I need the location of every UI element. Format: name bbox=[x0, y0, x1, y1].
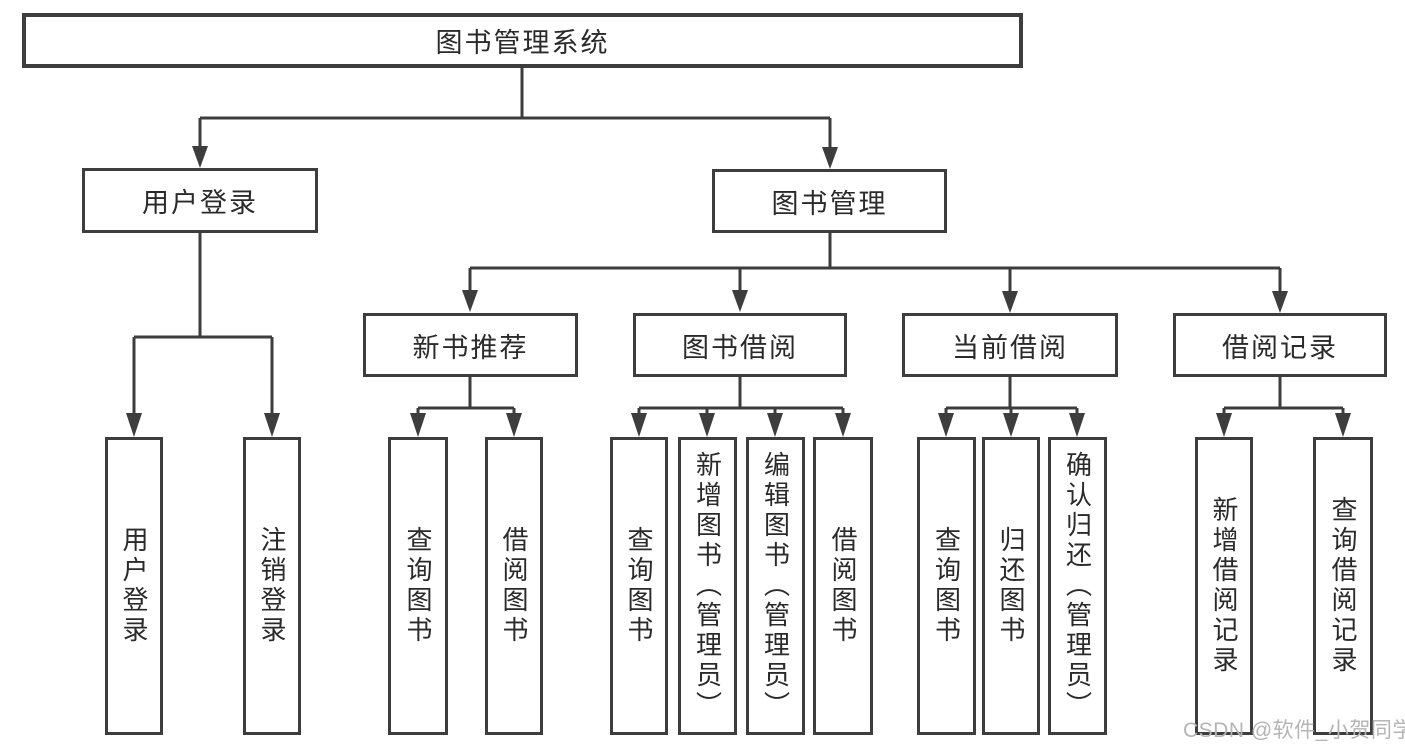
node-add-borrow-record: 新增借阅记录 bbox=[1195, 437, 1253, 735]
node-logout-action-label: 注销登录 bbox=[257, 526, 287, 646]
node-user-login-action-label: 用户登录 bbox=[119, 526, 149, 646]
connector-book-borrowing bbox=[637, 377, 845, 415]
node-logout-action: 注销登录 bbox=[243, 437, 301, 735]
node-user-login-action: 用户登录 bbox=[105, 437, 163, 735]
node-query-books-recommend-label: 查询图书 bbox=[403, 526, 433, 646]
arrow-icon bbox=[192, 146, 208, 168]
arrow-icon bbox=[767, 413, 783, 437]
node-edit-book-admin-label: 编辑图书（管理员） bbox=[760, 451, 791, 721]
node-add-borrow-record-label: 新增借阅记录 bbox=[1209, 496, 1239, 676]
node-user-login: 用户登录 bbox=[82, 168, 318, 233]
connector-user-login bbox=[132, 233, 274, 415]
arrow-icon bbox=[699, 413, 715, 437]
node-query-books-recommend: 查询图书 bbox=[388, 437, 448, 735]
arrow-icon bbox=[1335, 413, 1351, 437]
arrow-icon bbox=[126, 413, 142, 437]
node-user-login-label: 用户登录 bbox=[142, 188, 258, 218]
node-book-borrowing-label: 图书借阅 bbox=[682, 332, 798, 363]
node-book-management-label: 图书管理 bbox=[771, 188, 888, 219]
arrow-icon bbox=[938, 413, 954, 437]
node-return-books-label: 归还图书 bbox=[996, 526, 1026, 646]
node-borrow-books-borrowing-label: 借阅图书 bbox=[828, 526, 858, 646]
node-add-book-admin-label: 新增图书（管理员） bbox=[692, 451, 723, 721]
arrow-icon bbox=[462, 290, 478, 312]
arrow-icon bbox=[1003, 413, 1019, 437]
arrow-icon bbox=[264, 413, 280, 437]
arrow-icon bbox=[1272, 291, 1288, 313]
arrowheads bbox=[126, 146, 1351, 437]
node-book-borrowing: 图书借阅 bbox=[633, 313, 847, 377]
connector-book-management bbox=[468, 233, 1282, 291]
node-query-books-borrowing: 查询图书 bbox=[610, 437, 668, 735]
node-query-books-current: 查询图书 bbox=[917, 437, 976, 735]
node-borrowing-records: 借阅记录 bbox=[1173, 313, 1387, 377]
node-current-borrowing-label: 当前借阅 bbox=[952, 332, 1068, 363]
node-borrow-books-recommend: 借阅图书 bbox=[485, 437, 543, 735]
node-borrow-books-recommend-label: 借阅图书 bbox=[499, 526, 529, 646]
node-confirm-return-admin: 确认归还（管理员） bbox=[1048, 437, 1107, 735]
node-query-books-current-label: 查询图书 bbox=[931, 526, 962, 646]
node-book-management: 图书管理 bbox=[712, 169, 947, 233]
node-borrow-books-borrowing: 借阅图书 bbox=[813, 437, 873, 735]
connector-borrowing-records bbox=[1222, 377, 1345, 415]
node-return-books: 归还图书 bbox=[982, 437, 1040, 735]
arrow-icon bbox=[1069, 413, 1085, 437]
arrow-icon bbox=[506, 413, 522, 437]
node-library-system-label: 图书管理系统 bbox=[435, 28, 610, 58]
node-borrowing-records-label: 借阅记录 bbox=[1222, 332, 1338, 363]
node-query-books-borrowing-label: 查询图书 bbox=[624, 526, 654, 646]
node-query-borrow-record: 查询借阅记录 bbox=[1313, 437, 1373, 735]
watermark: CSDN @软件_小贺同学 bbox=[1183, 719, 1405, 742]
connector-current-borrowing bbox=[944, 377, 1079, 415]
arrow-icon bbox=[410, 413, 426, 437]
arrow-icon bbox=[1216, 413, 1232, 437]
node-query-borrow-record-label: 查询借阅记录 bbox=[1328, 496, 1358, 676]
arrow-icon bbox=[835, 413, 851, 437]
node-new-book-recommend: 新书推荐 bbox=[363, 313, 578, 377]
connector-new-book-recommend bbox=[416, 377, 516, 415]
node-add-book-admin: 新增图书（管理员） bbox=[678, 437, 737, 735]
arrow-icon bbox=[631, 413, 647, 437]
node-confirm-return-admin-label: 确认归还（管理员） bbox=[1062, 451, 1093, 721]
node-current-borrowing: 当前借阅 bbox=[902, 313, 1118, 377]
connector-root bbox=[198, 68, 832, 149]
node-library-system: 图书管理系统 bbox=[22, 13, 1023, 68]
node-new-book-recommend-label: 新书推荐 bbox=[412, 332, 529, 363]
node-edit-book-admin: 编辑图书（管理员） bbox=[746, 437, 805, 735]
arrow-icon bbox=[822, 147, 838, 169]
arrow-icon bbox=[732, 290, 748, 312]
arrow-icon bbox=[1002, 291, 1018, 313]
